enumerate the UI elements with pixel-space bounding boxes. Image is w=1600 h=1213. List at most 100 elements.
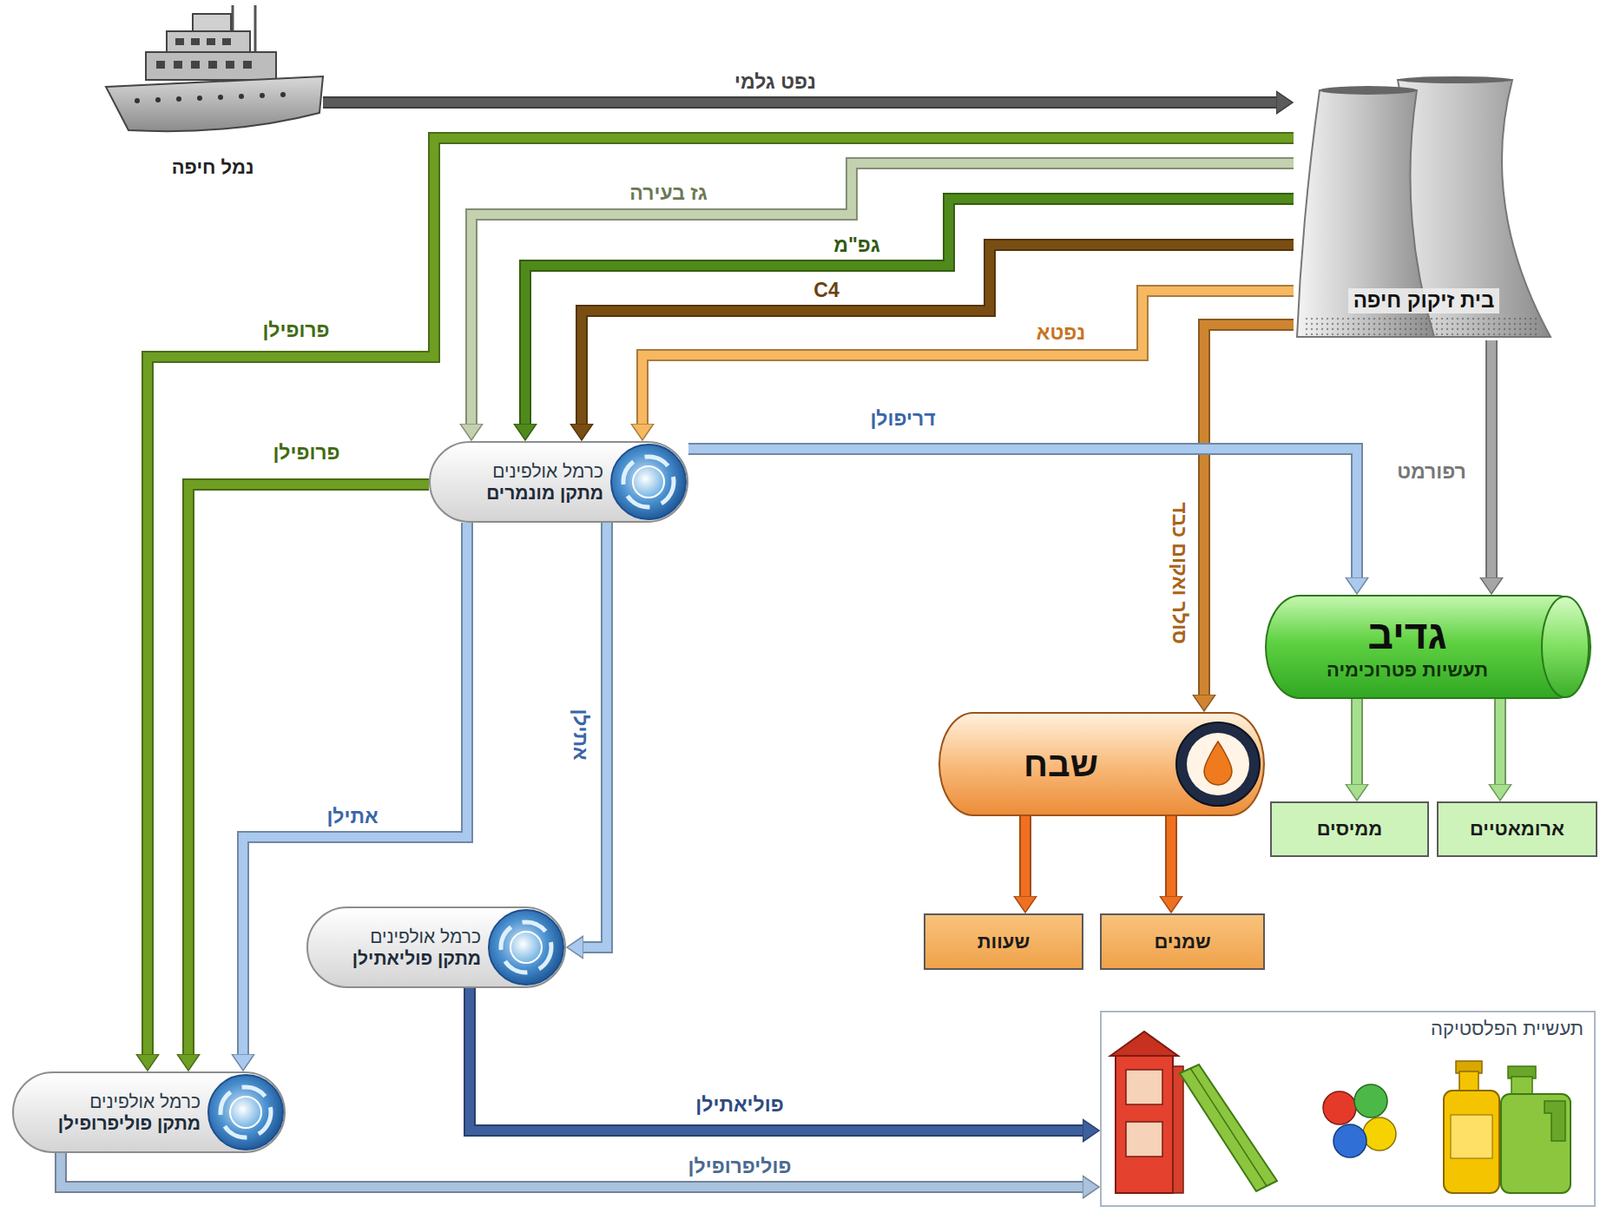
flow-arrow — [1495, 698, 1505, 784]
flow-arrow — [642, 290, 1294, 424]
ship-deck — [145, 52, 277, 80]
connector-outline — [642, 290, 1294, 424]
flow-label: רפורמט — [1394, 460, 1469, 483]
jug-handle — [1544, 1100, 1566, 1141]
company-logo: שבח — [1023, 743, 1099, 785]
connector-outline — [581, 244, 1294, 424]
bottle-label — [1450, 1114, 1493, 1159]
tower-top — [1397, 76, 1513, 84]
slide-window — [1125, 1121, 1163, 1157]
flow-label: נפט גלמי — [731, 70, 819, 93]
plant-node: כרמל אולפיניםמתקן פוליפרופילן — [12, 1071, 286, 1153]
icon-ring — [208, 1074, 284, 1150]
slide-roof — [1110, 1031, 1179, 1056]
company-logo: גדיב — [1367, 611, 1447, 659]
flow-connector-group — [60, 1152, 1083, 1187]
text-group: ארומאטיים — [1445, 817, 1589, 841]
oil-drop — [1204, 741, 1232, 785]
icon-swirl — [220, 1086, 271, 1138]
text-group: שמנים — [1108, 929, 1257, 953]
flow-connector-group — [1500, 698, 1502, 784]
ship-deck — [166, 31, 251, 54]
flow-connector-group — [525, 198, 1294, 424]
flow-label: סולר ואקום כבד — [1168, 499, 1192, 647]
flow-connector-group — [1171, 816, 1173, 896]
plastic-products-illustration — [1110, 1031, 1571, 1193]
text-group: תעשיית הפלסטיקה — [1275, 1017, 1584, 1041]
company-cylinder: שבח — [938, 711, 1265, 817]
connector-outline — [1494, 698, 1507, 784]
panel-title: תעשיית הפלסטיקה — [1430, 1017, 1584, 1041]
connector-outline — [322, 96, 1277, 109]
node-subtitle: תעשיות פטרוכימיה — [1326, 658, 1489, 682]
tower-top — [1319, 85, 1417, 95]
flow-connector-group — [471, 163, 1294, 424]
product-box: שמנים — [1099, 913, 1265, 970]
toy-ball — [1323, 1091, 1357, 1125]
connector-outline — [1019, 816, 1032, 896]
ship-porthole — [280, 92, 286, 98]
ship-porthole — [217, 94, 224, 100]
flow-connector-group — [322, 102, 1277, 104]
toy-ball — [1362, 1117, 1396, 1151]
node-title: נמל חיפה — [171, 156, 255, 179]
slide-chute — [1179, 1064, 1278, 1192]
text-group: כרמל אולפיניםמתקן פוליפרופילן — [26, 1090, 201, 1134]
flow-arrow — [471, 163, 1294, 424]
connector-outline — [688, 448, 1357, 578]
ship-mast — [254, 5, 257, 54]
ship-window — [222, 38, 231, 46]
flow-label: פרופילן — [269, 441, 343, 464]
product-box: שעוות — [923, 913, 1084, 970]
flow-connector-group — [469, 987, 1083, 1131]
box-label: שעוות — [977, 929, 1030, 953]
icon-core — [632, 466, 665, 498]
node-title: כרמל אולפינים — [369, 925, 481, 948]
ship-porthole — [238, 93, 244, 99]
node-subtitle: מתקן פוליאתילן — [352, 947, 481, 969]
flow-arrow — [1020, 816, 1030, 896]
flow-connector-group — [1356, 698, 1358, 784]
flow-connector-group — [147, 138, 1294, 1054]
cooling-towers — [1297, 76, 1551, 337]
text-group: גדיבתעשיות פטרוכימיה — [1280, 611, 1535, 683]
refinery-node: בית זיקוק חיפה — [1293, 76, 1554, 341]
icon-swirl — [500, 921, 552, 973]
port-node: נמל חיפה — [102, 3, 323, 183]
flow-arrow — [525, 198, 1294, 424]
icon-core — [230, 1096, 262, 1128]
flow-label: C4 — [810, 278, 842, 302]
cylinder-cap — [1541, 596, 1589, 698]
oil-drop-icon — [1169, 713, 1265, 818]
ship-hull — [105, 76, 323, 132]
plant-node: כרמל אולפיניםמתקן פוליאתילן — [306, 906, 567, 988]
jug-neck — [1511, 1076, 1533, 1096]
connector-outline — [1485, 340, 1498, 578]
ship-window — [206, 38, 216, 46]
connector-outline — [1350, 698, 1363, 784]
flow-label: אתילן — [323, 804, 381, 828]
toy-ball — [1354, 1084, 1388, 1118]
industry-panel: תעשיית הפלסטיקה — [1099, 1010, 1596, 1207]
flow-arrow — [60, 1152, 1083, 1187]
flow-label: גז בעירה — [626, 181, 710, 205]
flow-connector-group — [1025, 816, 1027, 896]
icon-ring — [488, 909, 564, 985]
icon-core — [510, 931, 542, 963]
flow-label: גפ"מ — [830, 233, 883, 257]
node-title: כרמל אולפינים — [89, 1090, 201, 1113]
ship-porthole — [155, 97, 161, 103]
ship-window — [190, 60, 200, 69]
tower-lattice — [1423, 317, 1537, 336]
toy-ball — [1333, 1124, 1367, 1158]
plant-icon — [608, 441, 689, 522]
text-group: ממיסים — [1278, 817, 1421, 841]
ship-porthole — [176, 96, 182, 102]
connector-outline — [1165, 816, 1178, 896]
flow-arrow — [147, 138, 1294, 1054]
flow-connector-group — [642, 290, 1294, 424]
flow-arrow — [1352, 698, 1362, 784]
icon-swirl — [623, 456, 674, 507]
ship-illustration — [105, 5, 323, 132]
slide-post — [1172, 1066, 1184, 1193]
